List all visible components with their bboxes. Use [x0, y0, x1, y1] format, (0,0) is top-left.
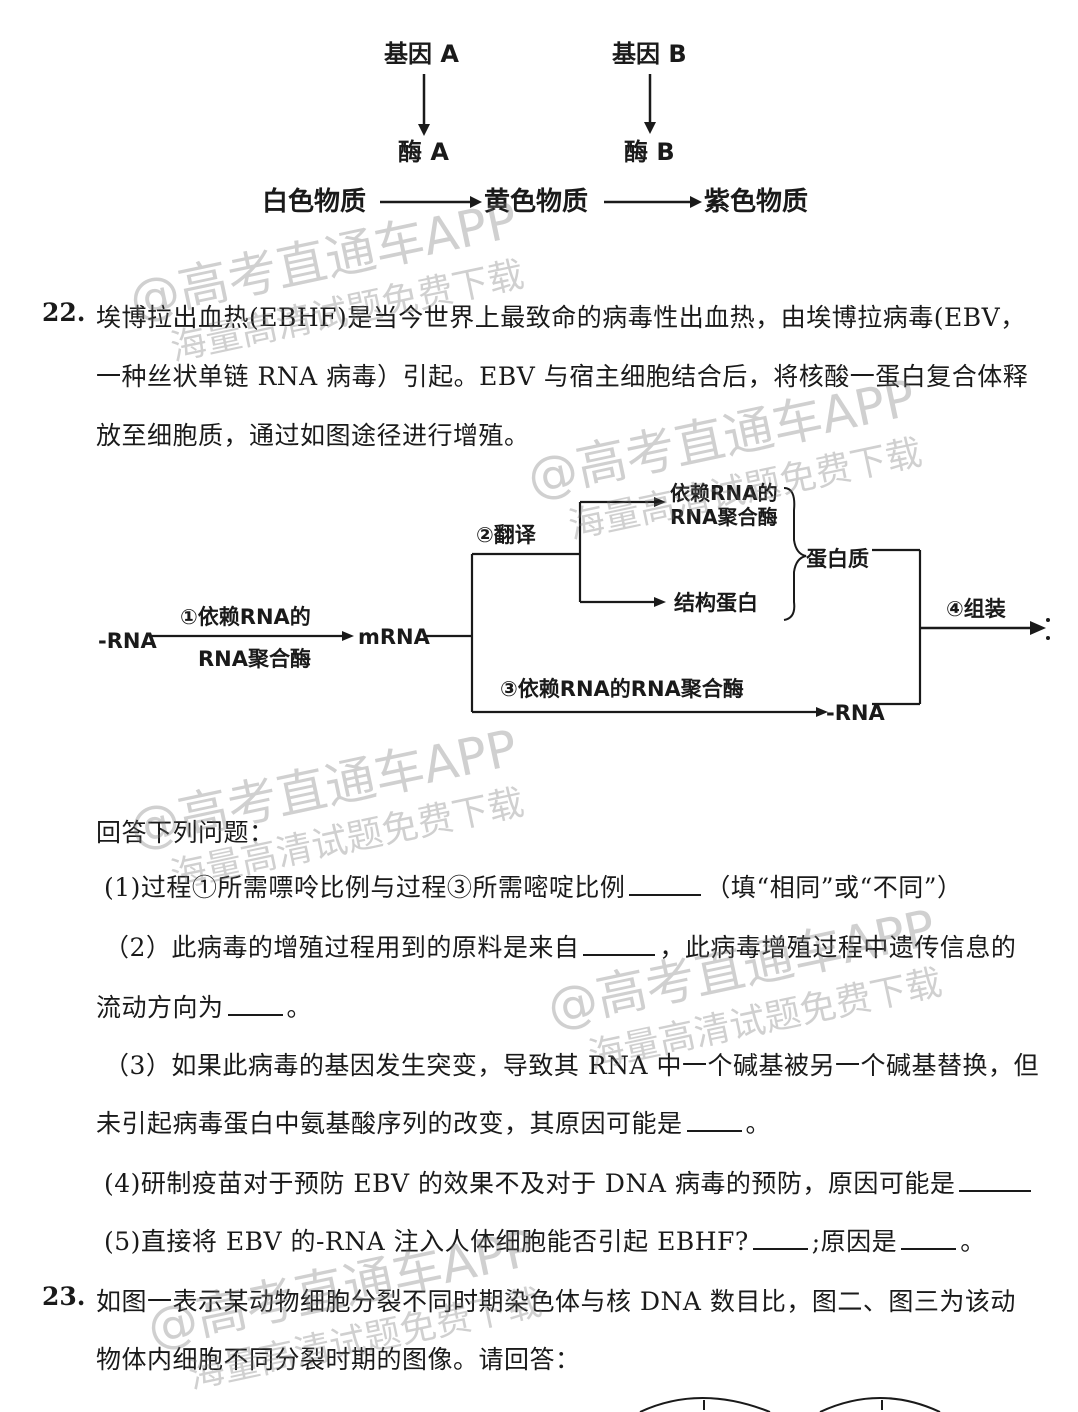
- protein-brace: [783, 487, 807, 621]
- q23-number: 23.: [42, 1282, 86, 1311]
- answer-blank[interactable]: [629, 874, 702, 896]
- watermark-main: @高考直通车APP: [542, 898, 941, 1038]
- q22-part-2-text-b: ，此病毒增殖过程中遗传信息的: [659, 933, 1017, 962]
- q22-line-3: 放至细胞质，通过如图途径进行增殖。: [96, 421, 530, 450]
- arrow-assembly-head: [1030, 621, 1046, 635]
- cell-figure-partial: [639, 1397, 941, 1412]
- purple-substance: 紫色物质: [704, 186, 808, 217]
- step-1-label-a: ①依赖RNA的: [180, 605, 311, 629]
- q22-part-4: (4)研制疫苗对于预防 EBV 的效果不及对于 DNA 病毒的预防，原因可能是: [104, 1164, 1035, 1200]
- structural-protein-label: 结构蛋白: [674, 591, 758, 615]
- q22-part-3-end: 。: [745, 1109, 772, 1138]
- branch-bottom-head: [816, 707, 828, 717]
- q22-part-3-cont: 未引起病毒蛋白中氨基酸序列的改变，其原因可能是 。: [96, 1104, 771, 1140]
- q23-line-1: 如图一表示某动物细胞分裂不同时期染色体与核 DNA 数目比，图二、图三为该动: [96, 1287, 1016, 1316]
- q22-part-3: （3）如果此病毒的基因发生突变，导致其 RNA 中一个碱基被另一个碱基替换，但: [104, 1051, 1040, 1080]
- step-3-label: ③依赖RNA的RNA聚合酶: [500, 677, 744, 701]
- ebv-replication-diagram: -RNA ①依赖RNA的 RNA聚合酶 mRNA ②翻译 依赖RNA的 RNA聚…: [98, 481, 1050, 725]
- q22-part-5-text: (5)直接将 EBV 的-RNA 注入人体细胞能否引起 EBHF?: [104, 1227, 749, 1256]
- q22-part-2-end: 。: [286, 993, 313, 1022]
- arrow-white-yellow-head: [470, 196, 482, 208]
- answer-blank[interactable]: [901, 1228, 957, 1250]
- q22-part-1-text: (1)过程①所需嘌呤比例与过程③所需嘧啶比例: [104, 873, 626, 902]
- arrow-yellow-purple-head: [690, 196, 702, 208]
- q22-part-5-text-b: ;原因是: [811, 1227, 898, 1256]
- step-1-label-b: RNA聚合酶: [198, 647, 311, 671]
- q22-intro: 回答下列问题：: [96, 818, 275, 847]
- q22-part-2: （2）此病毒的增殖过程用到的原料是来自 ，此病毒增殖过程中遗传信息的: [104, 928, 1016, 964]
- q22-part-3-text-b: 未引起病毒蛋白中氨基酸序列的改变，其原因可能是: [96, 1109, 683, 1138]
- cell-outline: [819, 1397, 941, 1412]
- q22-number: 22.: [42, 298, 86, 327]
- step-4-label: ④组装: [946, 597, 1006, 621]
- step-2-label: ②翻译: [476, 523, 537, 547]
- q22-part-2-text: （2）此病毒的增殖过程用到的原料是来自: [104, 933, 580, 962]
- answer-blank[interactable]: [959, 1170, 1032, 1192]
- cell-outline: [639, 1397, 771, 1412]
- q22-part-5-end: 。: [960, 1227, 986, 1256]
- q22-part-1: (1)过程①所需嘌呤比例与过程③所需嘧啶比例 （填“相同”或“不同”）: [104, 868, 963, 904]
- gene-pathway-diagram: 基因 A 基因 B 酶 A 酶 B 白色物质 黄色物质 紫色物质: [262, 40, 808, 217]
- answer-blank[interactable]: [686, 1110, 742, 1132]
- yellow-substance: 黄色物质: [484, 186, 588, 217]
- gene-a-arrowhead: [418, 124, 430, 136]
- gene-b-label: 基因 B: [612, 40, 687, 68]
- answer-blank[interactable]: [752, 1228, 808, 1250]
- q22-part-2-text-c: 流动方向为: [96, 993, 224, 1022]
- q23-line-2: 物体内细胞不同分裂时期的图像。请回答：: [96, 1345, 581, 1374]
- continuation-dot: [1046, 618, 1050, 622]
- polymerase-label-b: RNA聚合酶: [670, 505, 778, 529]
- q22-line-2: 一种丝状单链 RNA 病毒）引起。EBV 与宿主细胞结合后，将核酸一蛋白复合体释: [96, 362, 1029, 391]
- arrow-step-1-head: [342, 631, 354, 641]
- q22-part-1-hint: （填“相同”或“不同”）: [705, 873, 963, 902]
- polymerase-label-a: 依赖RNA的: [670, 481, 778, 505]
- protein-label: 蛋白质: [806, 547, 869, 571]
- gene-b-arrowhead: [644, 122, 656, 134]
- enzyme-a-label: 酶 A: [398, 138, 449, 166]
- arrow-to-structural-head: [654, 597, 666, 607]
- q22-part-2-cont: 流动方向为 。: [96, 988, 312, 1024]
- continuation-dot: [1046, 636, 1050, 640]
- answer-blank[interactable]: [583, 934, 656, 956]
- neg-rna-start: -RNA: [98, 629, 157, 653]
- q22-part-5: (5)直接将 EBV 的-RNA 注入人体细胞能否引起 EBHF? ;原因是 。: [104, 1222, 986, 1258]
- q22-line-1: 埃博拉出血热(EBHF)是当今世界上最致命的病毒性出血热，由埃博拉病毒(EBV，: [96, 303, 1026, 332]
- answer-blank[interactable]: [227, 994, 283, 1016]
- q22-part-4-text: (4)研制疫苗对于预防 EBV 的效果不及对于 DNA 病毒的预防，原因可能是: [104, 1169, 956, 1198]
- enzyme-b-label: 酶 B: [624, 138, 675, 166]
- gene-a-label: 基因 A: [384, 40, 459, 68]
- mrna-label: mRNA: [358, 625, 431, 649]
- white-substance: 白色物质: [262, 186, 366, 217]
- arrow-to-polymerase-head: [654, 497, 666, 507]
